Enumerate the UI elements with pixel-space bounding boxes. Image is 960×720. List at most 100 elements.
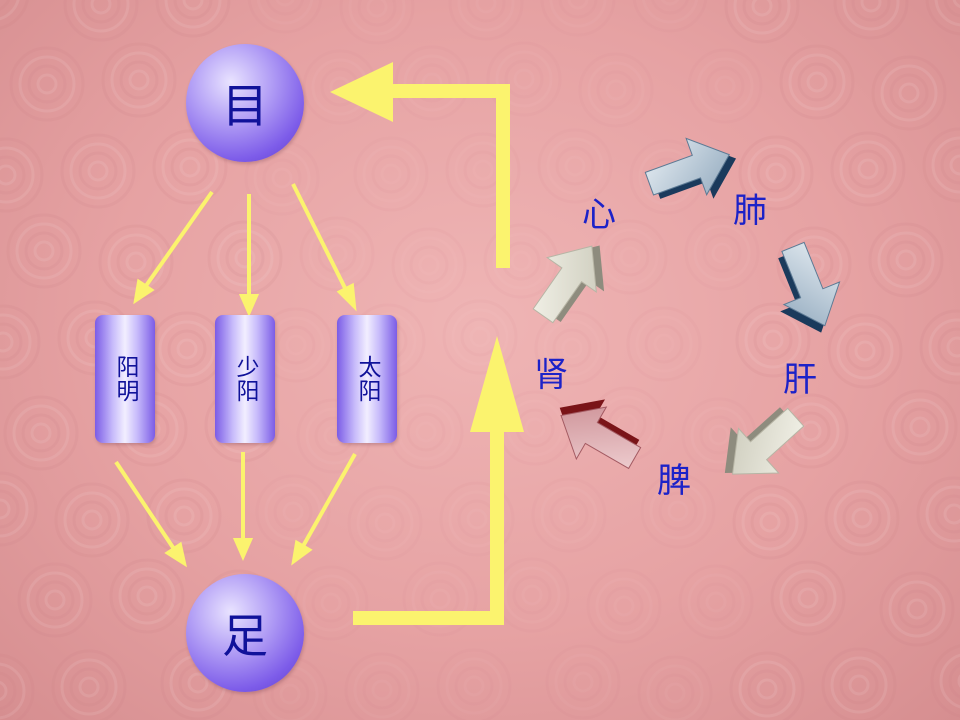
swirl-motif (735, 302, 811, 378)
return-arrow-bottom-segment (353, 611, 503, 625)
swirl-motif (439, 481, 515, 557)
return-arrow-lower-head (470, 336, 524, 432)
swirl-motif (152, 129, 228, 205)
swirl-motif (729, 651, 805, 720)
swirl-motif (779, 44, 855, 120)
swirl-motif (60, 133, 136, 209)
swirl-motif (347, 485, 423, 561)
organ-spleen: 脾 (657, 461, 691, 501)
swirl-motif (879, 571, 955, 647)
foot-node-label: 足 (222, 609, 268, 663)
foot-node: 足 (186, 574, 304, 692)
organ-lung: 肺 (733, 191, 767, 231)
swirl-motif (0, 653, 35, 720)
swirl-motif (255, 474, 331, 550)
arrowhead-shaoyang (238, 294, 260, 317)
swirl-motif (531, 477, 607, 553)
meridian-yangming-label: 阳明 (112, 355, 138, 403)
swirl-motif (448, 0, 524, 41)
swirl-motif (247, 0, 323, 34)
liver-to-spleen-arrow (724, 407, 805, 475)
arrow-yangming-to-foot (114, 460, 178, 554)
swirl-motif (632, 0, 708, 33)
swirl-motif (299, 216, 375, 292)
swirl-motif (770, 560, 846, 636)
spleen-to-kidney-arrow (559, 399, 642, 470)
swirl-motif (101, 42, 177, 118)
swirl-motif (578, 52, 654, 128)
swirl-motif (146, 478, 222, 554)
meridian-taiyang-label: 太阳 (354, 355, 380, 403)
arrowhead-yangming (133, 278, 155, 305)
swirl-motif (445, 132, 521, 208)
eye-node-label: 目 (222, 79, 268, 133)
swirl-motif (871, 55, 947, 131)
swirl-motif (353, 136, 429, 212)
organ-heart: 心 (582, 195, 616, 235)
swirl-motif (821, 647, 897, 720)
swirl-motif (3, 395, 79, 471)
arrowhead-foot-2 (232, 538, 254, 561)
swirl-motif (344, 652, 420, 720)
swirl-motif (0, 304, 41, 380)
swirl-motif (637, 655, 713, 720)
arrowhead-foot-1 (164, 541, 187, 568)
arrow-eye-to-taiyang (291, 183, 349, 293)
arrowhead-taiyang (336, 282, 357, 312)
lung-to-liver-arrow (778, 241, 841, 333)
organ-kidney: 肾 (534, 355, 568, 395)
swirl-motif (9, 46, 85, 122)
swirl-motif (0, 471, 38, 547)
swirl-motif (537, 128, 613, 204)
swirl-motif (436, 648, 512, 720)
return-arrow (330, 62, 524, 625)
swirl-motif (738, 135, 814, 211)
swirl-motif (882, 389, 958, 465)
swirl-motif (442, 299, 518, 375)
eye-node: 目 (186, 44, 304, 162)
swirl-motif (678, 564, 754, 640)
return-arrow-lower-riser (490, 425, 504, 625)
arrow-taiyang-to-foot (300, 453, 357, 549)
swirl-motif (391, 227, 467, 303)
swirl-motif (724, 0, 800, 44)
swirl-motif (930, 644, 960, 718)
swirl-motif (17, 562, 93, 638)
swirl-motif (545, 644, 621, 720)
swirl-motif (833, 0, 909, 40)
swirl-motif (916, 476, 960, 552)
swirl-motif (868, 222, 944, 298)
swirl-motif (824, 480, 900, 556)
meridian-taiyang: 太阳 (337, 315, 397, 443)
swirl-motif (540, 0, 616, 37)
meridian-to-foot-arrows (114, 452, 357, 568)
swirl-motif (51, 649, 127, 720)
swirl-motif (687, 48, 763, 124)
arrowhead-foot-3 (291, 539, 313, 566)
swirl-motif (732, 484, 808, 560)
swirl-motif (339, 0, 415, 45)
heart-to-lung-arrow (644, 137, 737, 199)
meridian-shaoyang: 少阳 (215, 315, 275, 443)
meridian-yangming: 阳明 (95, 315, 155, 443)
swirl-motif (534, 310, 610, 386)
swirl-motif (626, 306, 702, 382)
return-arrow-upper-riser (496, 84, 510, 268)
swirl-motif (155, 0, 231, 38)
return-arrow-upper-head (330, 62, 393, 122)
swirl-motif (827, 313, 903, 389)
swirl-motif (63, 0, 139, 42)
swirl-motif (830, 131, 906, 207)
swirl-motif (919, 309, 960, 385)
meridian-shaoyang-label: 少阳 (232, 355, 258, 403)
swirl-motif (640, 473, 716, 549)
return-arrow-top-segment (392, 84, 510, 98)
eye-to-meridian-arrows (133, 183, 357, 317)
arrow-eye-to-yangming (141, 190, 214, 292)
swirl-motif (684, 215, 760, 291)
swirl-motif (54, 482, 130, 558)
swirl-motif (586, 568, 662, 644)
kidney-to-heart-arrow (532, 245, 605, 324)
